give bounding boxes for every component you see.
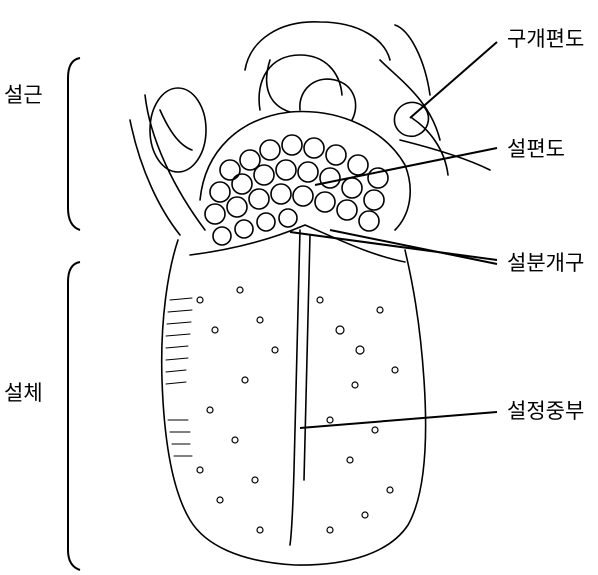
label-lingual-tonsil: 설편도 [507,137,565,161]
label-body: 설체 [4,381,43,405]
label-palatine-tonsil: 구개편도 [507,27,584,51]
palatine-tonsil-leader [410,42,497,118]
terminal-sulcus-leader-1 [290,232,497,260]
label-median-sulcus: 설정중부 [507,399,584,423]
tongue-illustration [130,22,490,565]
body-bracket [68,262,80,570]
lingual-tonsil-leader [315,148,497,185]
root-bracket [68,58,80,230]
median-sulcus-leader [300,412,497,428]
label-root: 설근 [4,83,43,107]
label-terminal-sulcus: 설분개구 [507,251,584,275]
